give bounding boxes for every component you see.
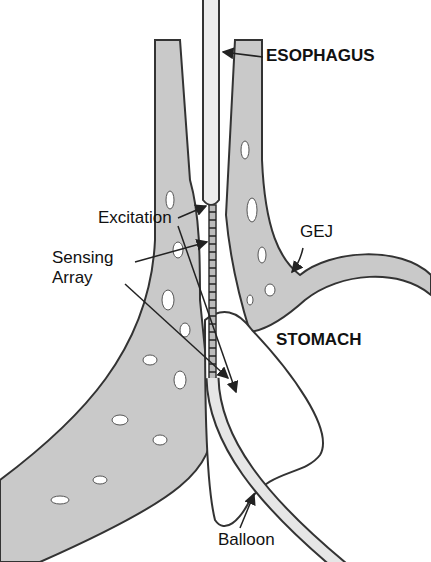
electrode-stroke [209, 371, 216, 373]
electrode-stroke [209, 251, 216, 253]
part-label: Sensing Array [52, 248, 130, 287]
electrode-stroke [209, 275, 216, 277]
electrode-stroke [209, 243, 216, 245]
electrode-stroke [209, 339, 216, 341]
electrode-stroke [209, 347, 216, 349]
organ-label: STOMACH [276, 330, 362, 350]
leader-lines [125, 52, 303, 528]
right-wall [226, 40, 431, 332]
part-label: Balloon [218, 530, 275, 550]
electrode-stroke [209, 227, 216, 229]
electrode-stroke [209, 307, 216, 309]
left-wall [0, 40, 212, 562]
part-label: Excitation [98, 208, 172, 228]
organ-label: ESOPHAGUS [266, 46, 375, 66]
electrode-stroke [209, 291, 216, 293]
sensing-electrodes [209, 212, 216, 372]
electrode-stroke [209, 211, 216, 213]
electrode-stroke [209, 299, 216, 301]
electrode-stroke [209, 235, 216, 237]
catheter [203, 0, 345, 562]
region-label: GEJ [300, 222, 333, 242]
electrode-stroke [209, 283, 216, 285]
electrode-stroke [209, 267, 216, 269]
electrode-stroke [209, 219, 216, 221]
electrode-stroke [209, 355, 216, 357]
electrode-stroke [209, 259, 216, 261]
